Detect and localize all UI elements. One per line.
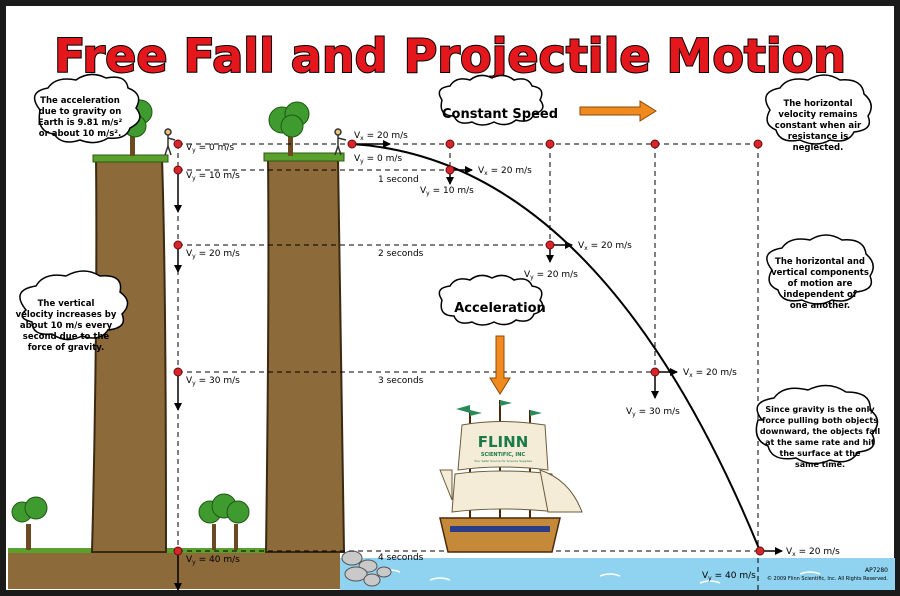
- rocks: [341, 550, 392, 587]
- acceleration-cloud: Acceleration: [438, 274, 546, 326]
- projectile-trajectory: [351, 143, 761, 552]
- bubble-text-line: force of gravity.: [28, 343, 105, 353]
- bubble-text-line: due to gravity on: [39, 107, 122, 117]
- ship-tagline: Your Safer Source for Science Supplies: [474, 459, 532, 463]
- tree-icon: [11, 496, 48, 550]
- freefall-vy-label-0: Vy = 0 m/s: [186, 143, 234, 154]
- ship-brand: FLINN: [478, 433, 529, 451]
- proj-vy-label-2: Vy = 20 m/s: [524, 270, 578, 281]
- bubble-text-line: resistance is: [788, 132, 849, 142]
- cliff-left: [90, 157, 168, 553]
- acceleration-arrow: [489, 335, 511, 395]
- bubble-text-line: downward, the objects fall: [760, 427, 880, 436]
- bubble-text-line: one another.: [790, 301, 850, 311]
- poster-title: Free Fall and Projectile Motion: [54, 29, 846, 83]
- cliff-left-top: [92, 154, 169, 163]
- bubble-text-line: The horizontal: [783, 99, 852, 109]
- proj-vx-label-3: Vx = 20 m/s: [683, 368, 737, 379]
- bubble-text-line: The horizontal and: [775, 257, 865, 267]
- cliff-right-top: [263, 152, 345, 162]
- proj-vy-label-top: Vy = 0 m/s: [354, 154, 402, 165]
- proj-vx-label-1: Vx = 20 m/s: [478, 166, 532, 177]
- vertical-velocity-bubble: The vertical velocity increases by about…: [16, 270, 129, 353]
- proj-vy-label-4: Vy = 40 m/s: [702, 571, 756, 582]
- footer-copyright: © 2009 Flinn Scientific, Inc. All Rights…: [767, 575, 888, 582]
- constant-speed-arrow: [579, 100, 657, 122]
- position-dots: [173, 139, 765, 556]
- footer-code: AP7280: [865, 567, 888, 574]
- bubble-text-line: Earth is 9.81 m/s²: [38, 118, 123, 128]
- acceleration-label: Acceleration: [454, 301, 546, 316]
- bubble-text-line: or about 10 m/s².: [39, 129, 122, 139]
- constant-speed-label: Constant Speed: [442, 107, 558, 122]
- tree-icon: [198, 493, 250, 550]
- independent-bubble: The horizontal and vertical components o…: [766, 234, 874, 311]
- horizontal-constant-bubble: The horizontal velocity remains constant…: [765, 74, 872, 153]
- proj-vx-label-2: Vx = 20 m/s: [578, 241, 632, 252]
- bubble-text-line: of motion are: [788, 279, 853, 289]
- bubble-text-line: Since gravity is the only: [765, 405, 875, 414]
- cliff-right: [264, 157, 346, 553]
- proj-vx-label-top: Vx = 20 m/s: [354, 131, 408, 142]
- bubble-text-line: velocity remains: [778, 110, 857, 120]
- water: [340, 558, 895, 590]
- time-label-1: 1 second: [378, 175, 419, 185]
- time-label-3: 3 seconds: [378, 376, 424, 386]
- bubble-text-line: force pulling both objects: [762, 416, 878, 425]
- proj-vy-label-3: Vy = 30 m/s: [626, 407, 680, 418]
- proj-vy-label-1: Vy = 10 m/s: [420, 186, 474, 197]
- bubble-text-line: The acceleration: [40, 96, 120, 106]
- person-throwing-icon: [334, 128, 347, 156]
- bubble-text-line: The vertical: [38, 299, 95, 309]
- freefall-vy-label-2: Vy = 20 m/s: [186, 249, 240, 260]
- freefall-vy-label-3: Vy = 30 m/s: [186, 376, 240, 387]
- tree-icon: [268, 101, 310, 156]
- time-label-4: 4 seconds: [378, 553, 424, 563]
- bubble-text-line: second due to the: [23, 332, 110, 342]
- bubble-text-line: vertical components: [771, 268, 869, 278]
- bubble-text-line: about 10 m/s every: [20, 321, 113, 331]
- ship-illustration: FLINN SCIENTIFIC, INC Your Safer Source …: [439, 400, 583, 553]
- same-time-bubble: Since gravity is the only force pulling …: [755, 384, 880, 469]
- bubble-text-line: at the same rate and hit: [765, 438, 875, 447]
- bubble-text-line: velocity increases by: [16, 310, 117, 320]
- freefall-vy-label-4: Vy = 40 m/s: [186, 555, 240, 566]
- person-dropping-icon: [164, 128, 176, 156]
- bubble-text-line: independent of: [783, 290, 856, 300]
- bubble-text-line: the surface at the: [780, 449, 861, 458]
- ground-left: [8, 551, 340, 589]
- bubble-text-line: same time.: [795, 460, 845, 469]
- freefall-vy-label-1: Vy = 10 m/s: [186, 171, 240, 182]
- bubble-text-line: neglected.: [793, 143, 844, 153]
- proj-vx-label-4: Vx = 20 m/s: [786, 547, 840, 558]
- ship-brand-sub: SCIENTIFIC, INC: [481, 452, 526, 458]
- time-label-2: 2 seconds: [378, 249, 424, 259]
- bubble-text-line: constant when air: [775, 121, 862, 131]
- gravity-bubble: The acceleration due to gravity on Earth…: [33, 73, 141, 144]
- constant-speed-cloud: Constant Speed: [438, 74, 558, 126]
